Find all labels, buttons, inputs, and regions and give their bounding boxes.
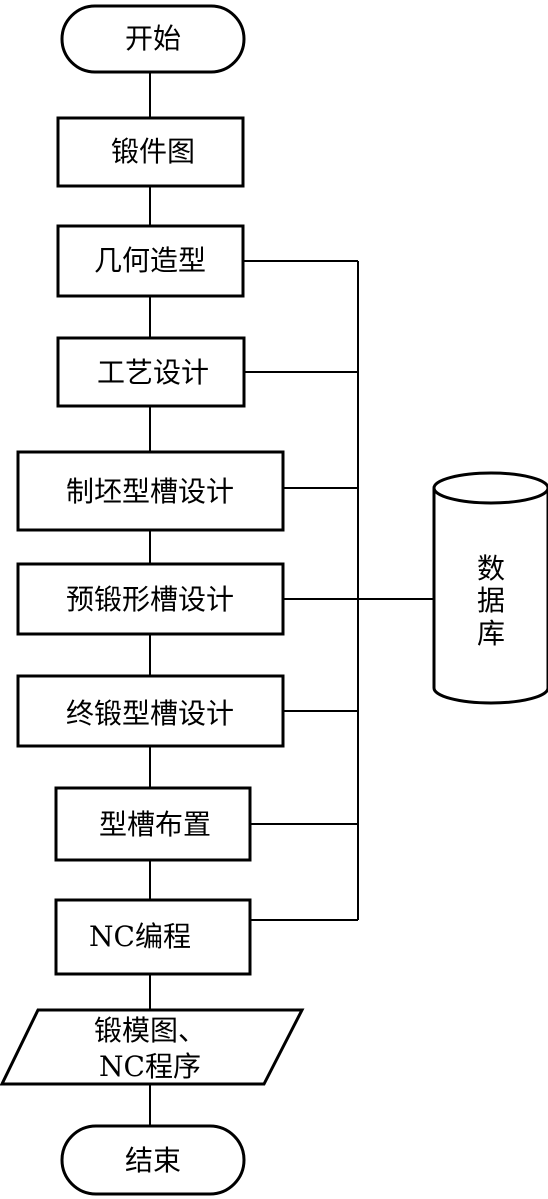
- process-step-3: 工艺设计: [56, 336, 246, 408]
- process-box: [54, 786, 252, 862]
- process-step-8: NC编程: [54, 898, 252, 976]
- process-label: 几何造型: [94, 244, 206, 277]
- process-step-2: 几何造型: [56, 224, 245, 298]
- process-step-4: 制坯型槽设计: [16, 450, 285, 532]
- start-shape: [60, 4, 246, 74]
- output-data: 锻模图、 NC程序: [0, 1008, 305, 1086]
- process-box: [56, 336, 246, 408]
- process-label: 终锻型槽设计: [66, 697, 234, 730]
- process-box: [16, 674, 285, 748]
- process-label: 型槽布置: [99, 808, 211, 841]
- process-box: [16, 562, 285, 636]
- start-label: 开始: [125, 22, 181, 55]
- process-label: 预锻形槽设计: [66, 583, 234, 616]
- database-bus: [243, 260, 434, 921]
- database-body: [432, 488, 548, 705]
- end-label: 结束: [125, 1144, 181, 1177]
- start-terminator: 开始: [60, 4, 246, 74]
- output-parallelogram: [0, 1008, 305, 1086]
- process-box: [16, 450, 285, 532]
- process-step-6: 终锻型槽设计: [16, 674, 285, 748]
- database-label-char3: 库: [477, 617, 505, 650]
- process-box: [56, 224, 245, 298]
- process-label: 工艺设计: [97, 356, 209, 389]
- database-top: [432, 471, 548, 505]
- process-label: 制坯型槽设计: [66, 475, 234, 508]
- database-label-char1: 数: [477, 552, 505, 585]
- end-terminator: 结束: [60, 1124, 246, 1196]
- output-label-line2: NC程序: [99, 1050, 201, 1083]
- process-box: [56, 116, 245, 188]
- process-step-1: 锻件图: [56, 116, 245, 188]
- end-shape: [60, 1124, 246, 1196]
- process-step-7: 型槽布置: [54, 786, 252, 862]
- process-box: [54, 898, 252, 976]
- process-step-5: 预锻形槽设计: [16, 562, 285, 636]
- database-label-char2: 据: [477, 584, 505, 617]
- process-label: 锻件图: [111, 135, 195, 168]
- output-label-line1: 锻模图、: [94, 1014, 206, 1047]
- process-label: NC编程: [89, 920, 191, 953]
- database-cylinder: 数 据 库: [432, 471, 548, 705]
